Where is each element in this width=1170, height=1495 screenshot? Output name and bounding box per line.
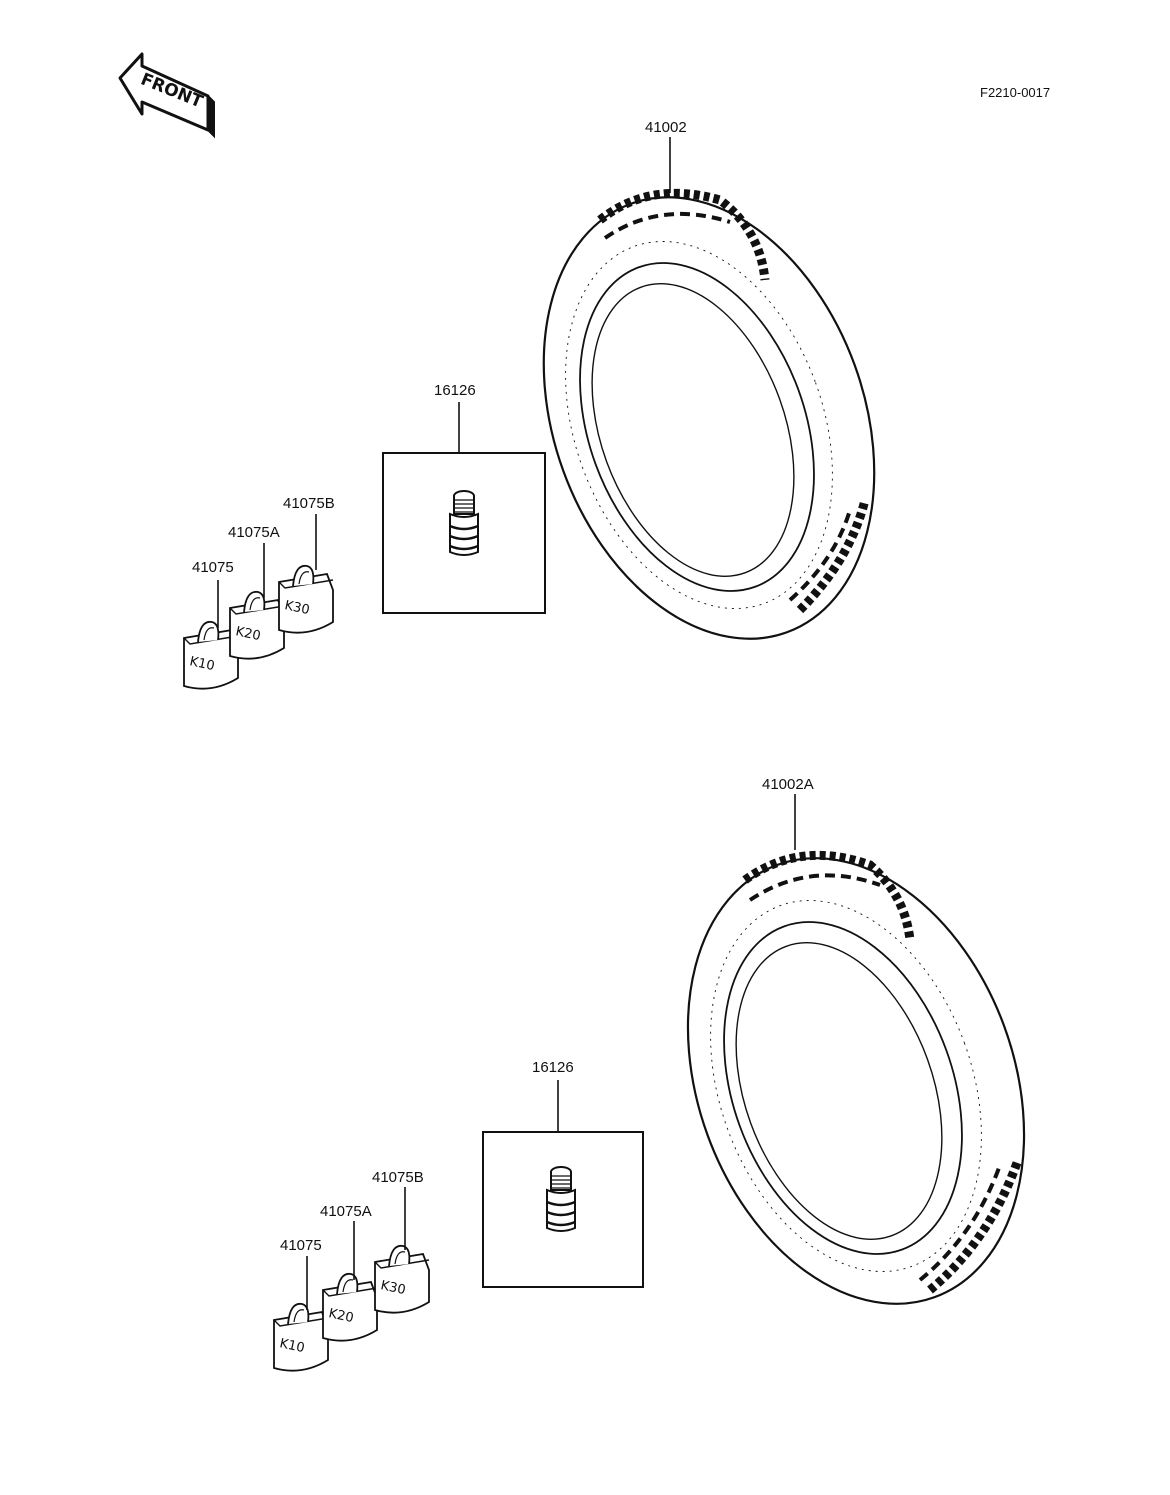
wheel-weight-k20: K20 [229, 590, 285, 660]
wheel-weight-k10: K10 [273, 1302, 329, 1372]
front-arrow-icon: FRONT [118, 52, 215, 139]
wheel-weight-k10: K10 [183, 620, 239, 690]
tire-part-number: 41002A [762, 776, 814, 793]
wheel-weight-k20: K20 [322, 1272, 378, 1342]
valve-stem-icon [448, 489, 480, 557]
valve-16126-box [382, 402, 546, 614]
tire-41002A [686, 850, 1026, 1305]
svg-text:K20: K20 [327, 1306, 355, 1326]
valve-part-number: 16126 [434, 382, 476, 399]
weight-part-number: 41075 [192, 559, 234, 576]
svg-text:K10: K10 [188, 654, 216, 674]
svg-text:K30: K30 [283, 598, 311, 618]
valve-stem-icon [545, 1165, 577, 1233]
weight-part-number: 41075B [283, 495, 335, 512]
svg-text:K10: K10 [278, 1336, 306, 1356]
tire-part-number: 41002 [645, 119, 687, 136]
weight-part-number: 41075A [320, 1203, 372, 1220]
tire-41002 [542, 188, 876, 640]
weight-part-number: 41075A [228, 524, 280, 541]
valve-16126-box [482, 1080, 644, 1288]
wheel-weight-k30: K30 [374, 1244, 430, 1314]
wheel-weight-k30: K30 [278, 564, 334, 634]
weight-part-number: 41075 [280, 1237, 322, 1254]
weight-part-number: 41075B [372, 1169, 424, 1186]
svg-text:K30: K30 [379, 1278, 407, 1298]
valve-part-number: 16126 [532, 1059, 574, 1076]
diagram-code: F2210-0017 [980, 85, 1050, 100]
svg-text:K20: K20 [234, 624, 262, 644]
